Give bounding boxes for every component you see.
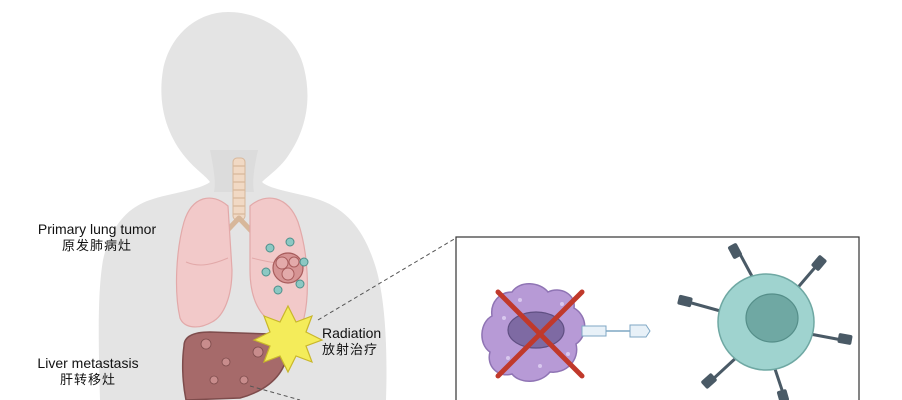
- primary-tumor-label: Primary lung tumor 原发肺病灶: [22, 221, 172, 255]
- primary-tumor-label-en: Primary lung tumor: [37, 221, 157, 237]
- liver-icon: [181, 331, 289, 400]
- radiation-label: Radiation 放射治疗: [322, 325, 402, 359]
- radiation-label-cn: 放射治疗: [322, 343, 379, 358]
- connector-line: [317, 237, 457, 321]
- liver-metastasis-label-en: Liver metastasis: [37, 355, 139, 371]
- radiation-burst-icon: [252, 304, 324, 374]
- t-cell-icon: [677, 243, 853, 400]
- liver-metastasis-label-cn: 肝转移灶: [59, 373, 116, 388]
- dead-cell-crossed-icon: [481, 283, 586, 382]
- antigen-probe-icon: [581, 324, 651, 338]
- liver-metastasis-label: Liver metastasis 肝转移灶: [18, 355, 158, 389]
- tumor-mass-icon: [272, 252, 304, 284]
- radiation-label-en: Radiation: [322, 325, 382, 341]
- primary-tumor-label-cn: 原发肺病灶: [61, 239, 132, 254]
- connector-line: [249, 385, 301, 400]
